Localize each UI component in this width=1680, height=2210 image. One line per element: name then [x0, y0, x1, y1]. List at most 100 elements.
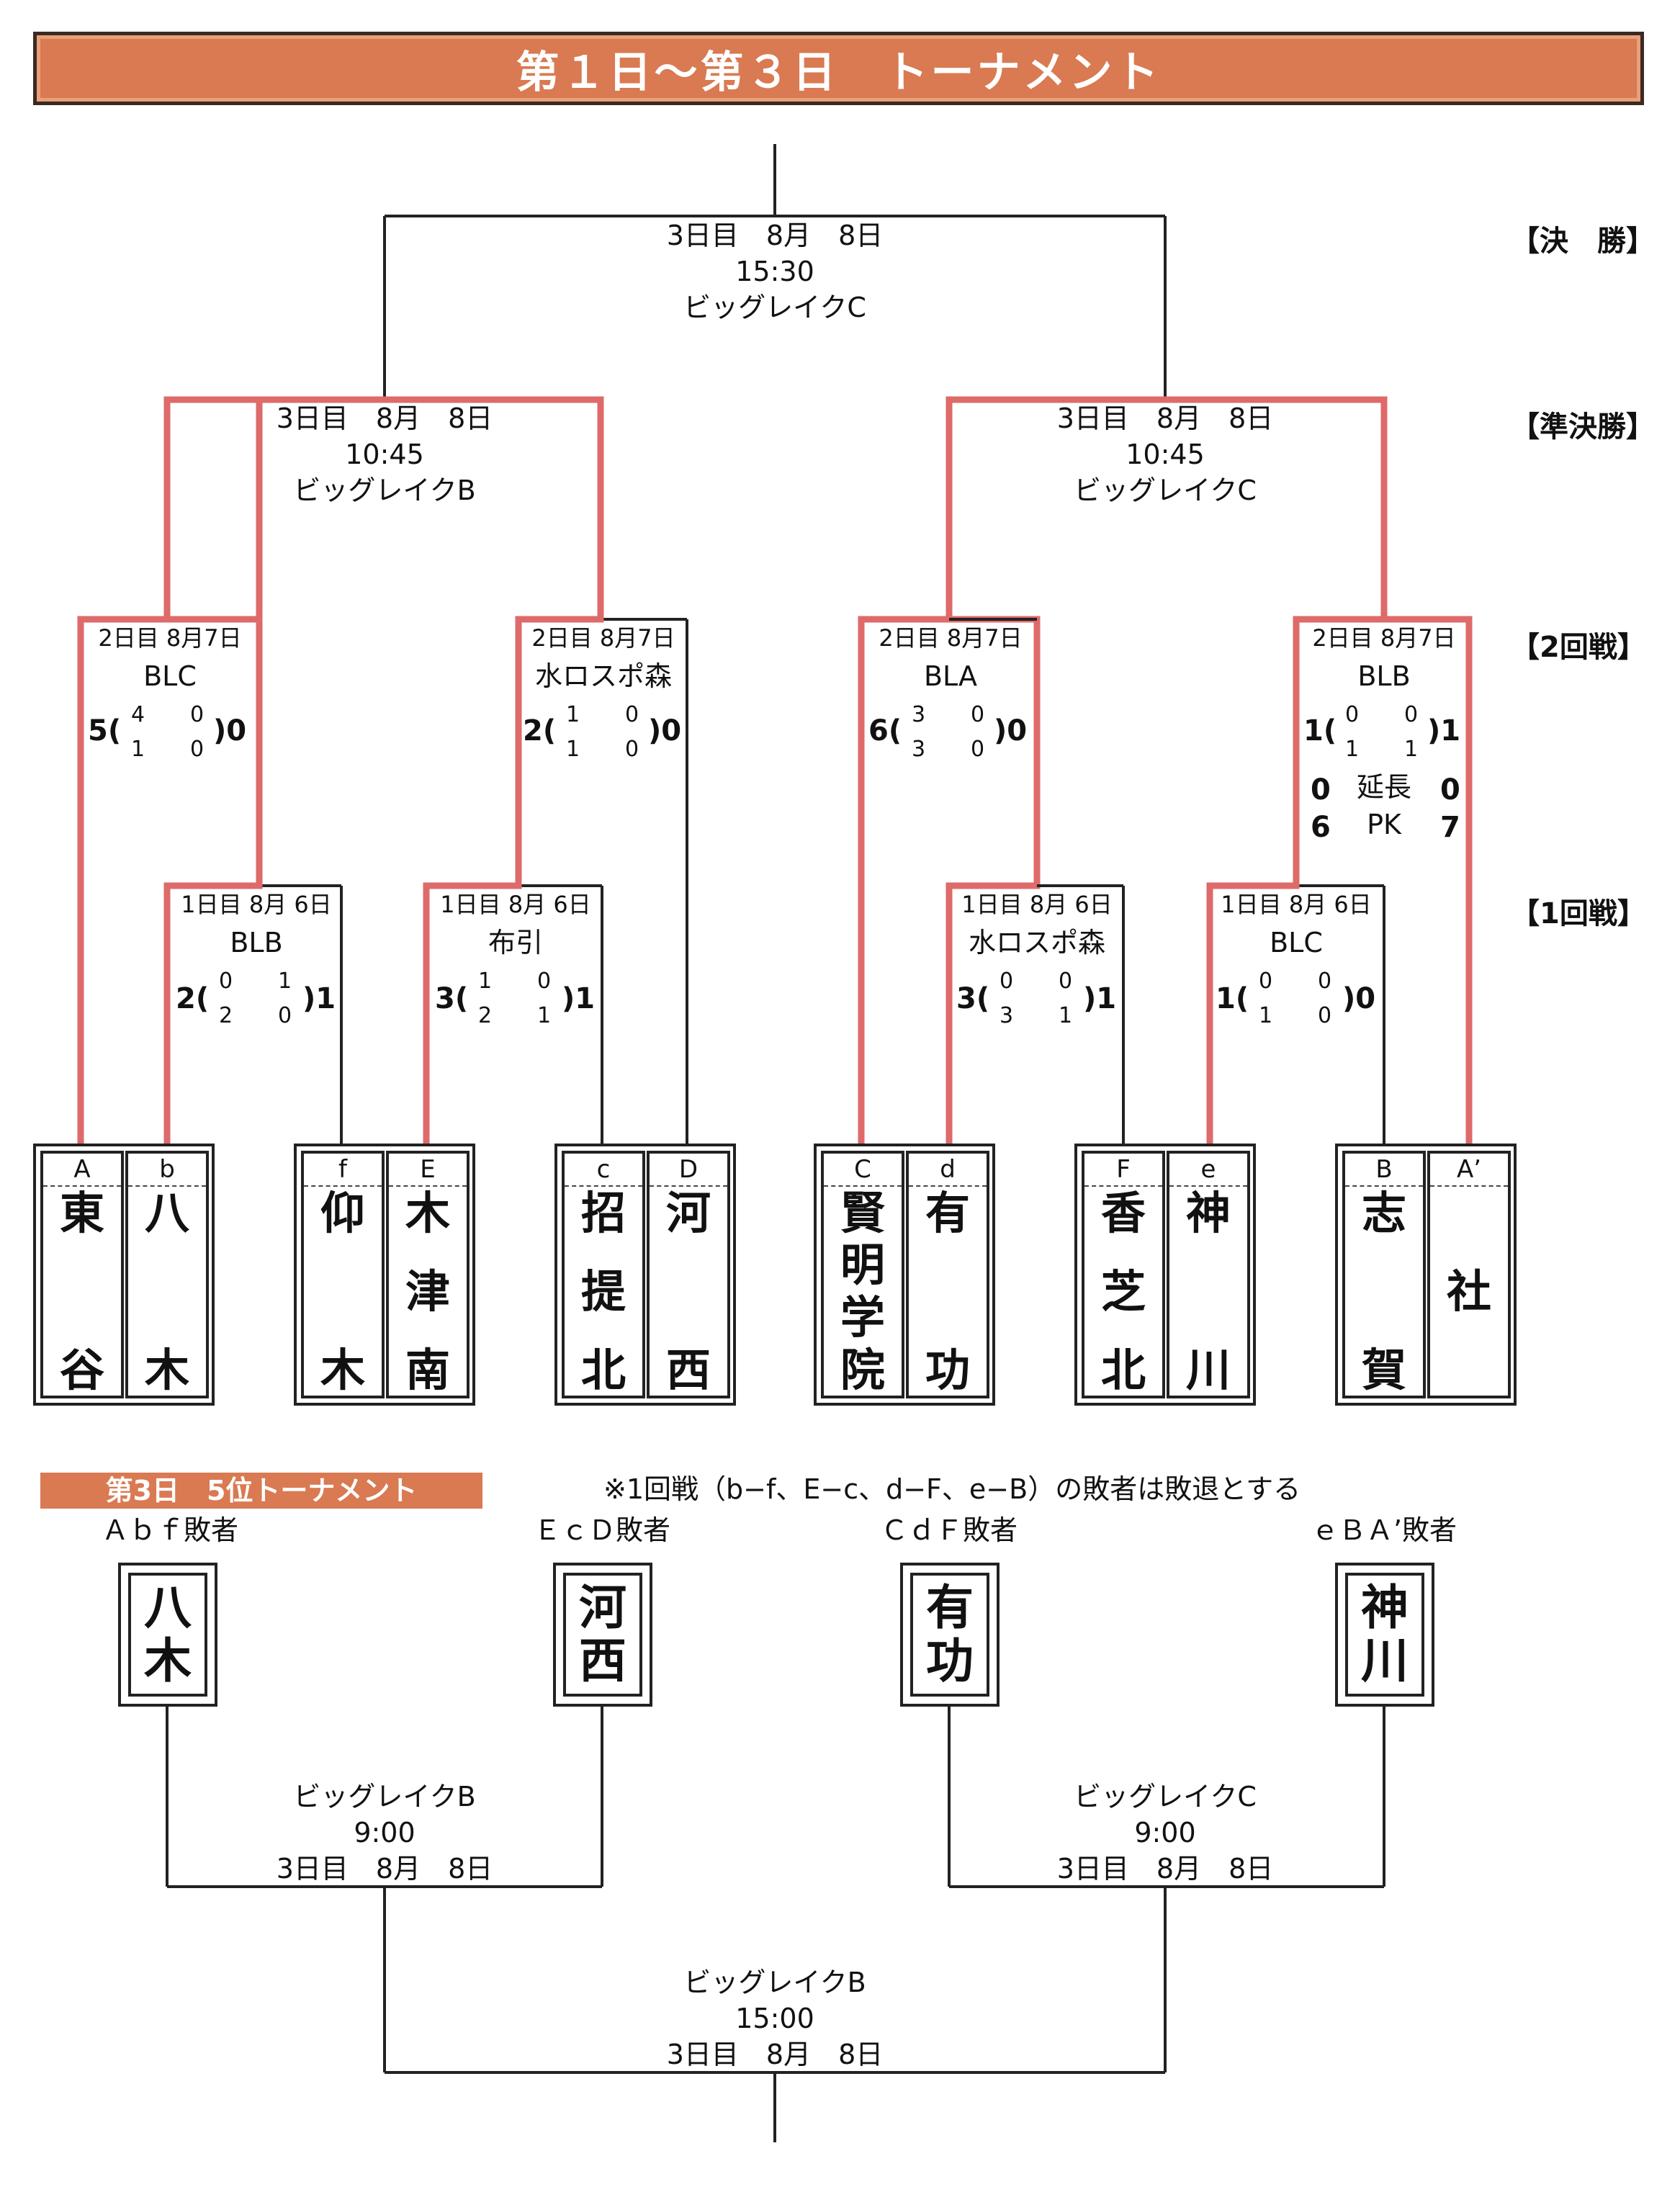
half2-right: 0 — [1318, 1003, 1332, 1028]
team-A: A 東 谷 — [40, 1151, 124, 1398]
half1-left: 3 — [912, 702, 926, 727]
match-venue: BLA — [923, 660, 978, 692]
round-label-semi: 【準決勝】 — [1511, 410, 1655, 444]
half1-left: 0 — [1345, 702, 1360, 727]
team-name-char: 有 — [926, 1580, 974, 1635]
team-name-char: 仰 — [320, 1187, 365, 1239]
team-name-char: 賀 — [1361, 1344, 1406, 1396]
score-right: )0 — [213, 714, 247, 747]
team-name-char: 芝 — [1100, 1265, 1146, 1318]
team-name-char: 香 — [1100, 1187, 1146, 1239]
team-b: b 八 木 — [125, 1151, 209, 1398]
team-name-char: 八 — [144, 1580, 192, 1635]
match-venue: 布引 — [488, 927, 544, 958]
final-venue: ビッグレイクC — [683, 292, 866, 323]
fifth-place-title: 第3日 5位トーナメント — [40, 1473, 482, 1509]
half2-right: 1 — [537, 1003, 552, 1028]
team-name-char: 河 — [579, 1580, 626, 1635]
score-left: 6( — [868, 714, 902, 747]
team-d: d 有 功 — [906, 1151, 989, 1398]
team-pair-box — [33, 1144, 215, 1406]
team-D: D 河 西 — [647, 1151, 730, 1398]
half1-right: 0 — [625, 702, 639, 727]
half1-right: 0 — [1318, 969, 1332, 994]
half1-right: 0 — [1404, 702, 1419, 727]
match-day: 1日目 8月 6日 — [1221, 891, 1372, 918]
half2-right: 0 — [278, 1003, 292, 1028]
score-left: 1( — [1303, 714, 1337, 747]
team-code: B — [1345, 1154, 1423, 1187]
team-name-char: 木 — [144, 1344, 189, 1396]
team-name-char: 明 — [840, 1239, 885, 1291]
round-label-second: 【2回戦】 — [1511, 631, 1646, 664]
team-name-char: 有 — [925, 1187, 970, 1239]
team-e: e 神 川 — [1167, 1151, 1250, 1398]
half1-left: 0 — [1259, 969, 1273, 994]
semi-left-day: 3日目 8月 8日 — [276, 403, 493, 434]
team-code: b — [128, 1154, 206, 1187]
semi-right-time: 10:45 — [1126, 439, 1205, 470]
fifth-right-venue: ビッグレイクC — [1074, 1781, 1257, 1813]
score-right: )1 — [1083, 982, 1117, 1015]
team-name-char: 川 — [1361, 1633, 1409, 1689]
page-title: 第１日～第３日 トーナメント — [516, 47, 1162, 98]
team-name-char: 川 — [1185, 1344, 1231, 1396]
half2-left: 2 — [478, 1003, 493, 1028]
round-label-final: 【決 勝】 — [1511, 225, 1655, 258]
semi-left-venue: ビッグレイクB — [293, 475, 476, 506]
half2-right: 1 — [1059, 1003, 1073, 1028]
team-name-char: 学 — [840, 1291, 885, 1344]
loser-box: 有功 — [900, 1563, 1000, 1707]
team-code: E — [389, 1154, 467, 1187]
team-name-char: 神 — [1361, 1580, 1409, 1635]
team-code: D — [650, 1154, 727, 1187]
match-venue: 水ロスポ森 — [534, 660, 673, 692]
match-venue: BLB — [1357, 660, 1411, 692]
match-venue: BLC — [143, 660, 197, 692]
team-name-char: 提 — [580, 1265, 626, 1318]
score-right: )1 — [562, 982, 596, 1015]
fifth-left-time: 9:00 — [354, 1817, 415, 1849]
score-right: )0 — [1342, 982, 1376, 1015]
pk-right: 7 — [1440, 811, 1460, 844]
half2-right: 0 — [625, 737, 639, 762]
semi-right-day: 3日目 8月 8日 — [1056, 403, 1274, 434]
half1-right: 0 — [537, 969, 552, 994]
loser-box: 神川 — [1335, 1563, 1434, 1707]
final-day: 3日目 8月 8日 — [666, 220, 884, 251]
score-left: 2( — [523, 714, 557, 747]
half1-right: 1 — [278, 969, 292, 994]
score-left: 3( — [956, 982, 990, 1015]
half1-left: 0 — [1000, 969, 1014, 994]
loser-group-label: ＥｃＤ敗者 — [533, 1514, 671, 1546]
fifth-left-day: 3日目 8月 8日 — [276, 1853, 493, 1885]
fifth-right-day: 3日目 8月 8日 — [1056, 1853, 1274, 1885]
team-name-char: 功 — [925, 1344, 970, 1396]
match-day: 2日目 8月7日 — [531, 624, 675, 652]
match-day: 2日目 8月7日 — [1312, 624, 1456, 652]
team-pair-box — [554, 1144, 736, 1406]
team-pair-box — [294, 1144, 475, 1406]
final-time: 15:30 — [735, 256, 814, 287]
extra-time-right: 0 — [1440, 773, 1460, 807]
half2-left: 1 — [1259, 1003, 1273, 1028]
team-E: E 木 津 南 — [386, 1151, 470, 1398]
team-code: C — [824, 1154, 902, 1187]
team-name-char: 社 — [1446, 1265, 1491, 1318]
match-day: 2日目 8月7日 — [879, 624, 1023, 652]
team-B: B 志 賀 — [1342, 1151, 1426, 1398]
fifth-final-venue: ビッグレイクB — [683, 1967, 866, 1998]
team-name-char: 津 — [405, 1265, 450, 1318]
half2-left: 1 — [131, 737, 145, 762]
fifth-final-day: 3日目 8月 8日 — [666, 2039, 884, 2070]
team-A-prime: A’ 社 — [1427, 1151, 1511, 1398]
team-code: A — [43, 1154, 121, 1187]
pk-left: 6 — [1311, 811, 1331, 844]
half1-right: 0 — [1059, 969, 1073, 994]
team-code: F — [1084, 1154, 1162, 1187]
score-right: )0 — [994, 714, 1028, 747]
team-pair-box — [1335, 1144, 1517, 1406]
team-name-char: 木 — [405, 1187, 450, 1239]
fifth-place-note: ※1回戦（b−f、E−c、d−F、e−B）の敗者は敗退とする — [603, 1473, 1301, 1505]
